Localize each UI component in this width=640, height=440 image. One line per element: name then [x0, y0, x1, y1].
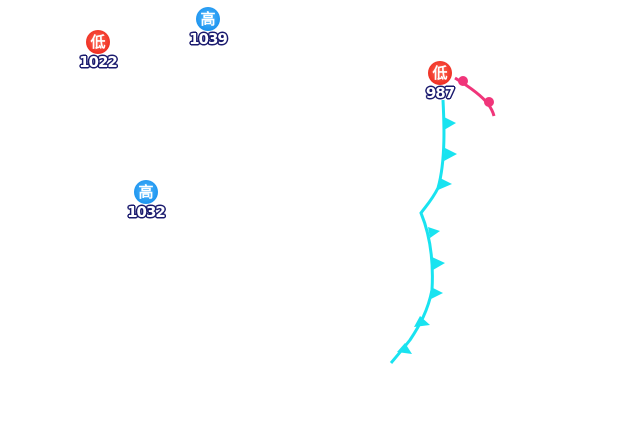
cold-front-triangles: [397, 117, 457, 354]
pressure-value: 987: [425, 84, 455, 102]
low-pressure-icon: 低: [428, 61, 452, 85]
low-pressure-system[interactable]: 低 1022: [68, 30, 128, 70]
warm-front-semicircle: [458, 76, 468, 86]
cold-front-triangle: [414, 316, 430, 327]
pressure-value: 1039: [189, 30, 228, 48]
low-pressure-system[interactable]: 低 987: [410, 61, 470, 101]
cold-front-triangle: [444, 117, 456, 130]
cold-front-triangle: [429, 287, 443, 300]
cold-front-triangle: [444, 148, 457, 161]
cold-front-line: [389, 99, 446, 364]
pressure-value: 1032: [127, 203, 166, 221]
high-pressure-icon: 高: [134, 180, 158, 204]
low-pressure-icon: 低: [86, 30, 110, 54]
high-pressure-system[interactable]: 高 1039: [178, 7, 238, 47]
high-pressure-system[interactable]: 高 1032: [116, 180, 176, 220]
cold-front-triangle: [428, 227, 440, 238]
cold-front-triangle: [397, 343, 412, 354]
cold-front-triangle: [432, 257, 445, 270]
warm-front-semicircle: [484, 97, 494, 107]
pressure-value: 1022: [79, 53, 118, 71]
cold-front-triangle: [438, 178, 452, 190]
high-pressure-icon: 高: [196, 7, 220, 31]
